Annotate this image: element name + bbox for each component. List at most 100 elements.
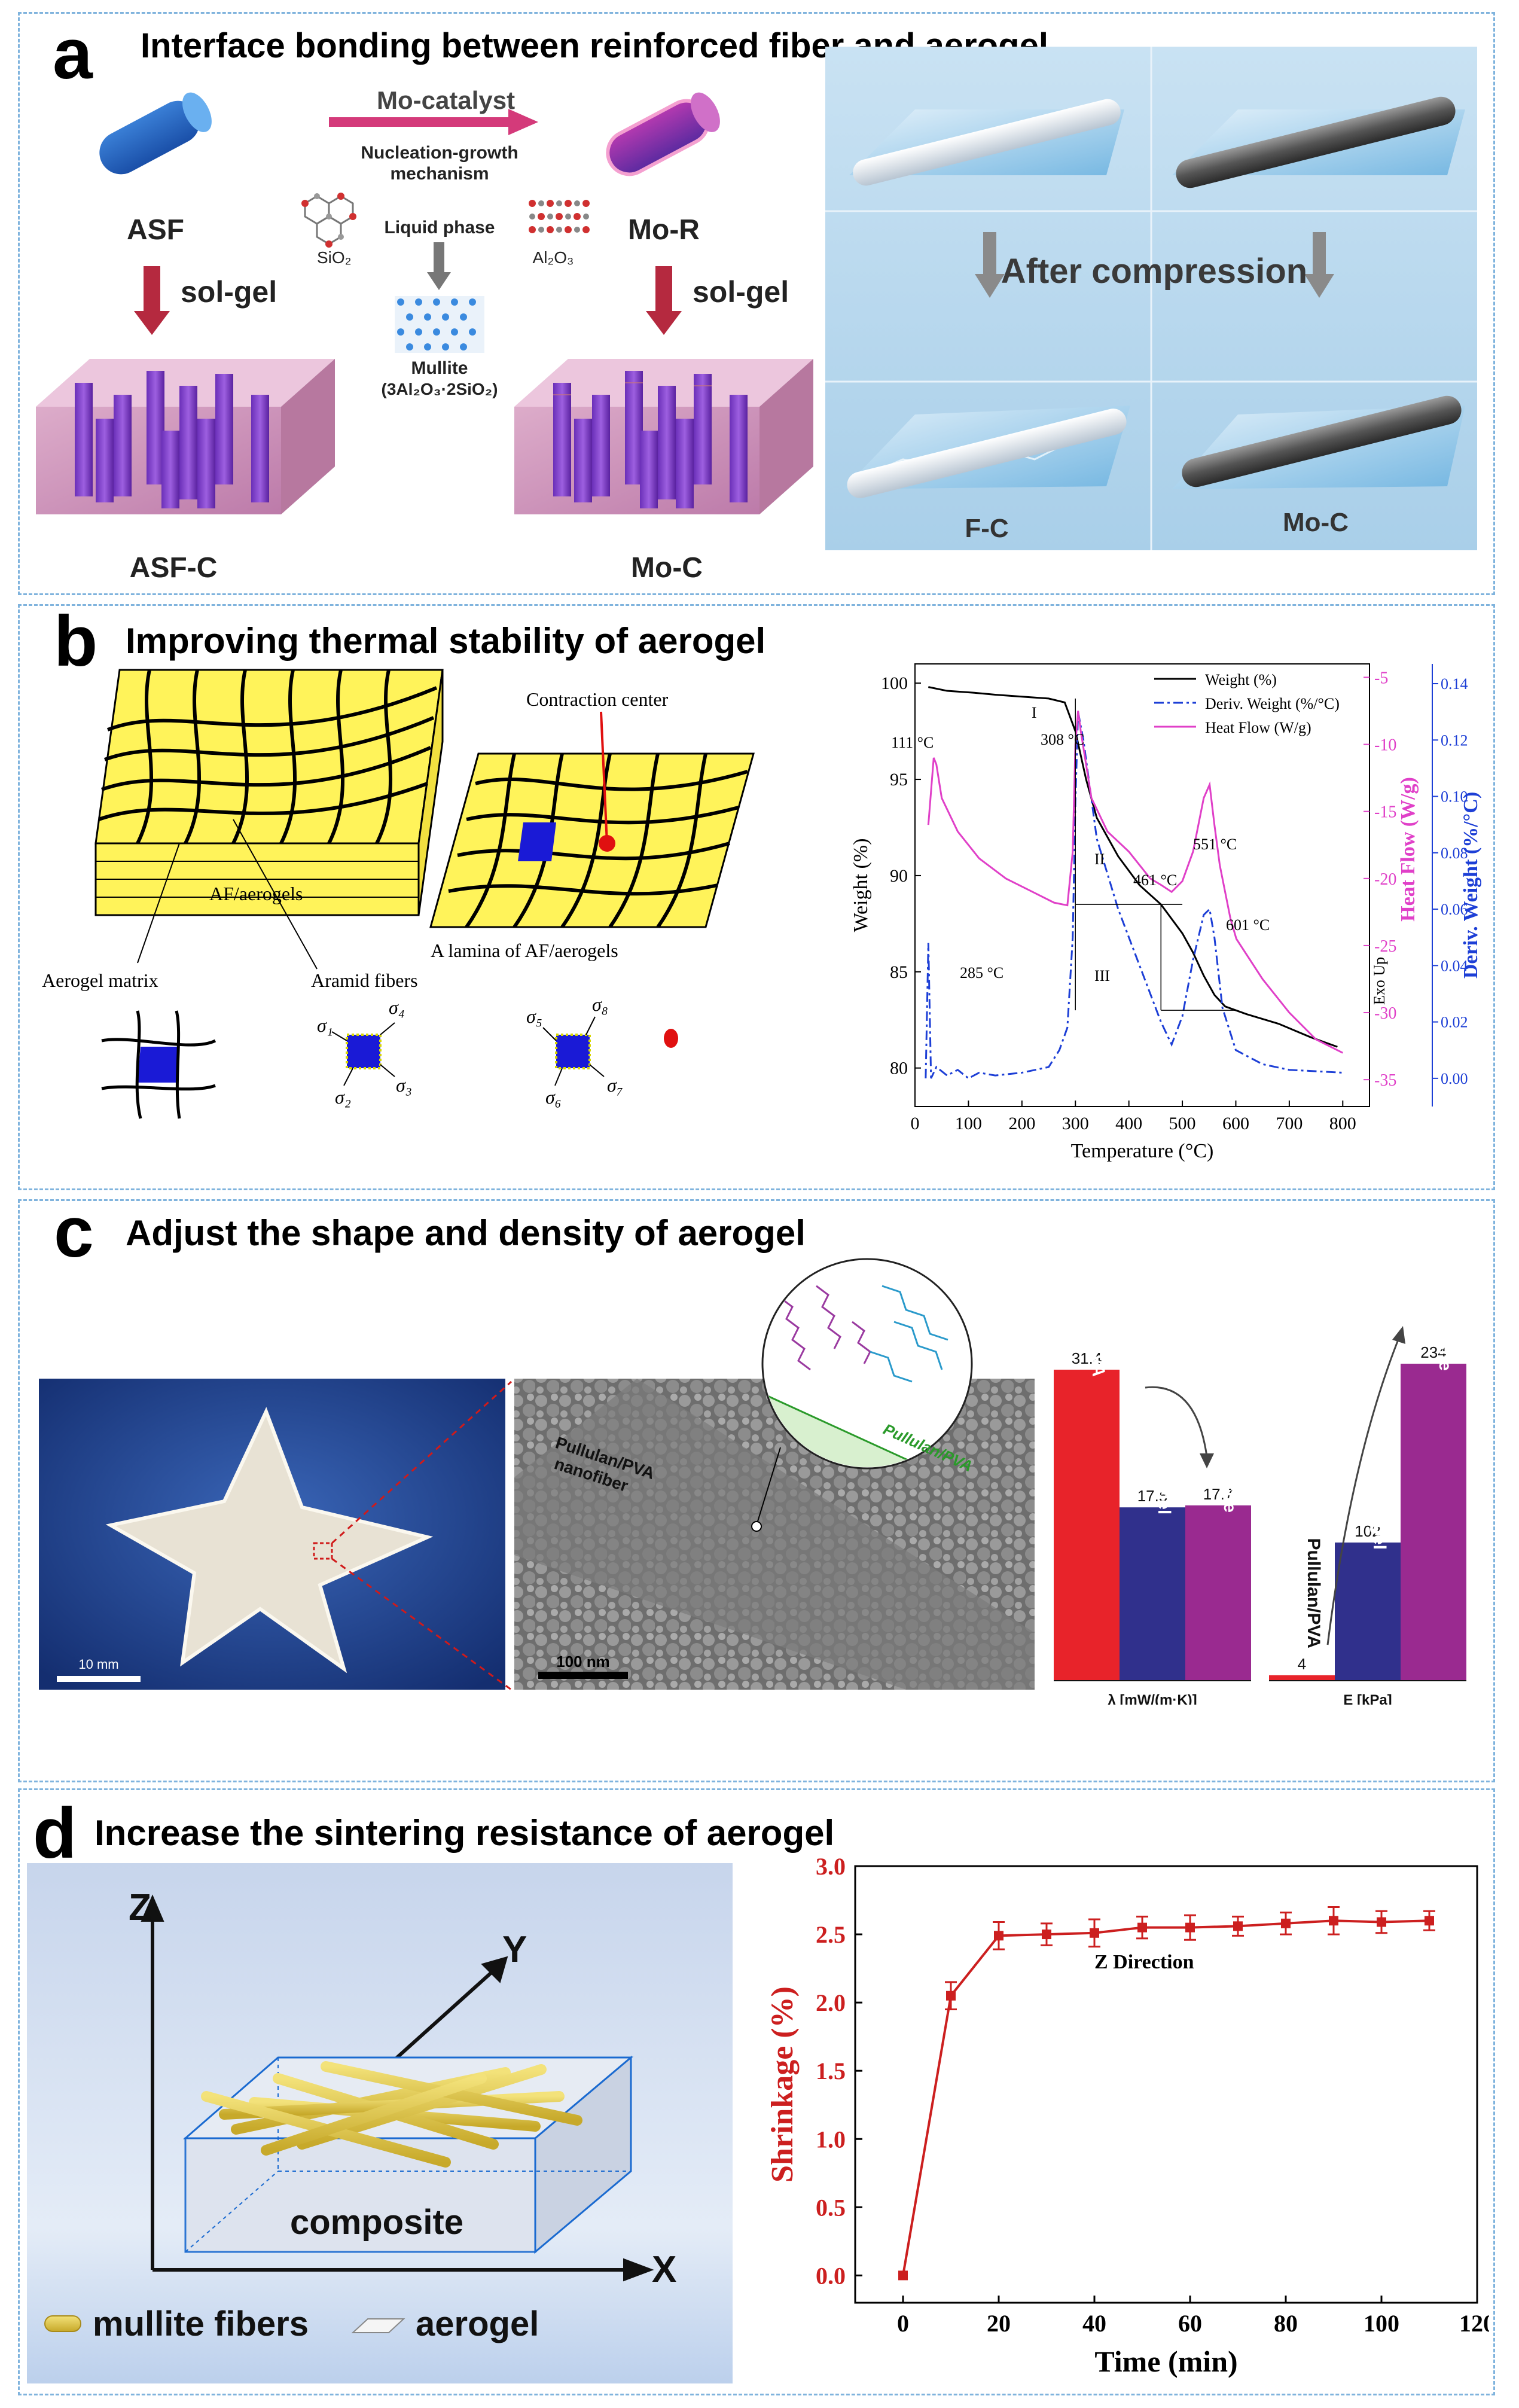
compression-arrow-right [1304,232,1334,298]
tga-y2-tick-label: -35 [1374,1071,1396,1090]
panel-c-title: Adjust the shape and density of aerogel [126,1213,806,1253]
tga-legend-label: Deriv. Weight (%/°C) [1205,695,1340,712]
tga-y3-tick-label: 0.00 [1441,1070,1468,1087]
aramid-fibers-label: Aramid fibers [311,970,418,991]
solgel-arrow-right [646,266,682,335]
legend-fibers-label: mullite fibers [93,2305,309,2343]
shrink-y-tick-label: 1.0 [816,2126,846,2153]
al2o3-label: Al₂O₃ [533,248,574,267]
tga-y-tick-label: 95 [890,770,908,790]
shrink-y-tick-label: 2.5 [816,1921,846,1948]
tga-y3-tick-label: 0.10 [1441,788,1468,806]
shrink-x-tick-label: 40 [1082,2310,1106,2337]
tga-annotation: 308 °C [1041,731,1084,748]
mo-catalyst-arrow [329,109,538,135]
shrink-x-tick-label: 120 [1459,2310,1489,2337]
shrink-point [1090,1928,1099,1938]
solgel-arrow-left [134,266,170,335]
sem-image [514,1379,1035,1690]
bar-1 [1120,1507,1185,1681]
compression-arrow-left [975,232,1005,298]
tga-y2-tick-label: -5 [1374,669,1388,687]
tga-x-tick-label: 700 [1276,1114,1303,1133]
shrink-point [994,1931,1003,1941]
mo-r-fiber-icon [606,92,720,176]
shrink-annotation: Z Direction [1094,1951,1194,1973]
tga-x-axis-label: Temperature (°C) [1071,1140,1214,1162]
tga-y2-tick-label: -15 [1374,803,1396,822]
panel-a-letter: a [53,14,93,94]
asf-c-label: ASF-C [130,552,218,584]
tga-annotation: II [1094,851,1105,868]
shrink-point [898,2270,908,2281]
tga-y-tick-label: 85 [890,962,908,982]
shrink-y-tick-label: 1.5 [816,2058,846,2084]
panel-a-schematic: Mo-catalyst Nucleation-growth mechanism … [36,86,813,584]
tga-x-tick-label: 200 [1008,1114,1035,1133]
bar-1 [1335,1542,1401,1681]
lambda-trend-arrow [1145,1386,1208,1457]
legend-aerogel-label: aerogel [416,2305,539,2343]
tga-legend-label: Weight (%) [1205,671,1277,688]
shrink-x-tick-label: 0 [897,2310,909,2337]
mechanism-line2: mechanism [390,164,489,184]
tga-y2-tick-label: -10 [1374,736,1396,755]
lamina-icon [429,711,755,928]
tga-x-tick-label: 100 [955,1114,982,1133]
fc-label: F-C [965,514,1008,543]
shrink-x-tick-label: 100 [1364,2310,1399,2337]
bar-0 [1269,1675,1335,1681]
shrink-point [1425,1916,1434,1926]
asf-c-block-icon [36,359,335,514]
shrink-plot-frame [854,1865,1478,2304]
shrink-x-tick-label: 20 [987,2310,1011,2337]
shrink-y-tick-label: 0.5 [816,2194,846,2221]
tga-y3-tick-label: 0.08 [1441,845,1468,862]
bar-x-axis-label: E [kPa] [1343,1692,1392,1705]
tga-y3-tick-label: 0.12 [1441,731,1468,749]
shrink-y-tick-label: 0.0 [816,2262,846,2289]
panel-c-letter: c [54,1192,94,1272]
sigma-7: σ₇ [607,1074,623,1096]
lamina-label: A lamina of AF/aerogels [431,940,618,961]
mullite-label: Mullite [411,358,468,378]
panel-b [18,604,1495,1190]
scale-100nm: 100 nm [556,1653,610,1671]
bar-value-label: 4 [1298,1655,1306,1673]
panel-d-title: Increase the sintering resistance of aer… [94,1813,835,1853]
mechanism-line1: Nucleation-growth [361,143,518,163]
solgel-label-left: sol-gel [181,275,277,309]
tga-annotation: I [1032,704,1037,721]
mo-catalyst-label: Mo-catalyst [377,86,515,114]
shrink-x-axis-label: Time (min) [1094,2345,1237,2378]
bar-category-label: Pullulan/PVA [1304,1538,1323,1648]
tga-plot-frame [914,663,1370,1107]
shrink-point [1042,1930,1051,1940]
fc-after-photo [843,406,1130,498]
af-aerogels-label: AF/aerogels [209,883,303,904]
tga-annotation: 551 °C [1193,836,1237,853]
tga-x-tick-label: 0 [911,1114,920,1133]
tga-y3-tick-label: 0.06 [1441,901,1468,918]
af-aerogel-block-icon [94,669,444,916]
panel-c [18,1199,1495,1782]
al2o3-molecule-icon [529,200,590,233]
fc-before-photo [849,99,1124,186]
bar-category-label: Pullulan/PVA [1088,1346,1108,1377]
sio2-molecule-icon [301,193,356,248]
panel-a [18,12,1495,595]
sigma-1: σ₁ [317,1014,333,1036]
sigma-2: σ₂ [335,1086,351,1108]
mo-c-label-left: Mo-C [631,552,703,584]
bar-value-label: 234 [1420,1343,1446,1361]
modulus-trend-arrowhead [1392,1326,1405,1344]
leader-lines [137,819,318,970]
tga-annotation: III [1094,967,1110,984]
tga-y3-axis-label: Deriv. Weight (%/°C) [1460,792,1482,979]
tga-series-1 [925,711,1343,1080]
contraction-center-label: Contraction center [526,688,669,710]
axis-z-label: Z [129,1887,151,1928]
shrink-y-axis-label: Shrinkage (%) [765,1986,800,2183]
